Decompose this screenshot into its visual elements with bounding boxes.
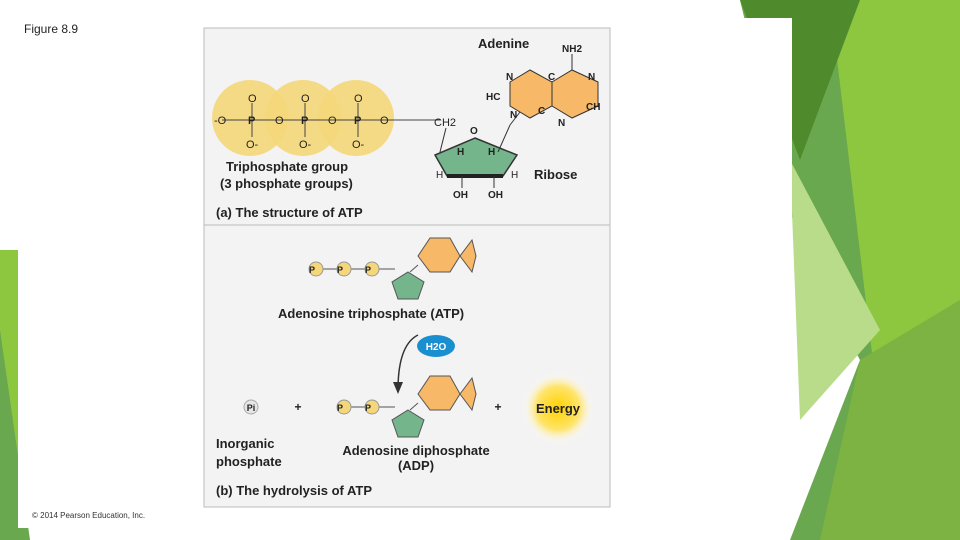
phosphate-o-minus-left: -O [214, 115, 227, 127]
phosphate-p-1: P [248, 115, 255, 127]
caption-a: (a) The structure of ATP [216, 205, 363, 220]
adp-p-1: P [337, 403, 343, 413]
energy-label: Energy [536, 401, 581, 416]
atp-p-2: P [337, 265, 343, 275]
ribose-label: Ribose [534, 167, 577, 182]
phosphate-bottom-o-1: O- [246, 139, 259, 151]
atp-p-1: P [309, 265, 315, 275]
adp-label-1: Adenosine diphosphate [342, 443, 489, 458]
adenine-n-4: N [558, 118, 565, 129]
inorganic-label-2: phosphate [216, 454, 282, 469]
adenine-c-2: C [538, 106, 545, 117]
adenine-hc: HC [486, 92, 500, 103]
adenine-ch: CH [586, 102, 600, 113]
caption-b: (b) The hydrolysis of ATP [216, 483, 372, 498]
triphosphate-group [212, 80, 440, 156]
triphosphate-label-1: Triphosphate group [226, 159, 348, 174]
pi-circle [243, 399, 259, 415]
ribose-h-2: H [488, 147, 495, 158]
energy-glow [522, 372, 594, 444]
phosphate-top-o-3: O [354, 93, 363, 105]
plus-2: + [494, 400, 501, 414]
panel-b-frame [203, 224, 611, 508]
phosphate-o-2: O [328, 115, 337, 127]
adenine-nh2: NH2 [562, 44, 582, 55]
ribose-o: O [470, 126, 478, 137]
phosphate-top-o-1: O [248, 93, 257, 105]
copyright-notice: © 2014 Pearson Education, Inc. [32, 511, 146, 520]
adenine-n-2: N [588, 72, 595, 83]
adp-p-2: P [365, 403, 371, 413]
water-label: H2O [426, 342, 447, 353]
phosphate-p-3: P [354, 115, 361, 127]
atp-label: Adenosine triphosphate (ATP) [278, 306, 464, 321]
phosphate-top-o-2: O [301, 93, 310, 105]
phosphate-bottom-o-3: O- [352, 139, 365, 151]
ribose-oh-1: OH [453, 190, 468, 201]
adenine-c-1: C [548, 72, 555, 83]
adp-label-2: (ADP) [398, 458, 434, 473]
inorganic-label-1: Inorganic [216, 436, 275, 451]
phosphate-p-2: P [301, 115, 308, 127]
ribose-h-1: H [457, 147, 464, 158]
atp-molecule [308, 237, 477, 300]
adenine-label: Adenine [478, 36, 529, 51]
phosphate-bottom-o-2: O- [299, 139, 312, 151]
ribose-h-3: H [436, 170, 443, 181]
phosphate-o-3: O [380, 115, 389, 127]
adenine-n-3: N [510, 110, 517, 121]
triphosphate-label-2: (3 phosphate groups) [220, 176, 353, 191]
ribose-oh-2: OH [488, 190, 503, 201]
pi-label: Pi [247, 403, 256, 413]
water-bubble [417, 335, 455, 357]
ribose-h-4: H [511, 170, 518, 181]
atp-p-3: P [365, 265, 371, 275]
ch2-label: CH2 [434, 117, 456, 129]
adp-molecule [336, 375, 477, 438]
phosphate-o-1: O [275, 115, 284, 127]
figure-label: Figure 8.9 [24, 22, 79, 36]
adenine-n-1: N [506, 72, 513, 83]
plus-1: + [294, 400, 301, 414]
